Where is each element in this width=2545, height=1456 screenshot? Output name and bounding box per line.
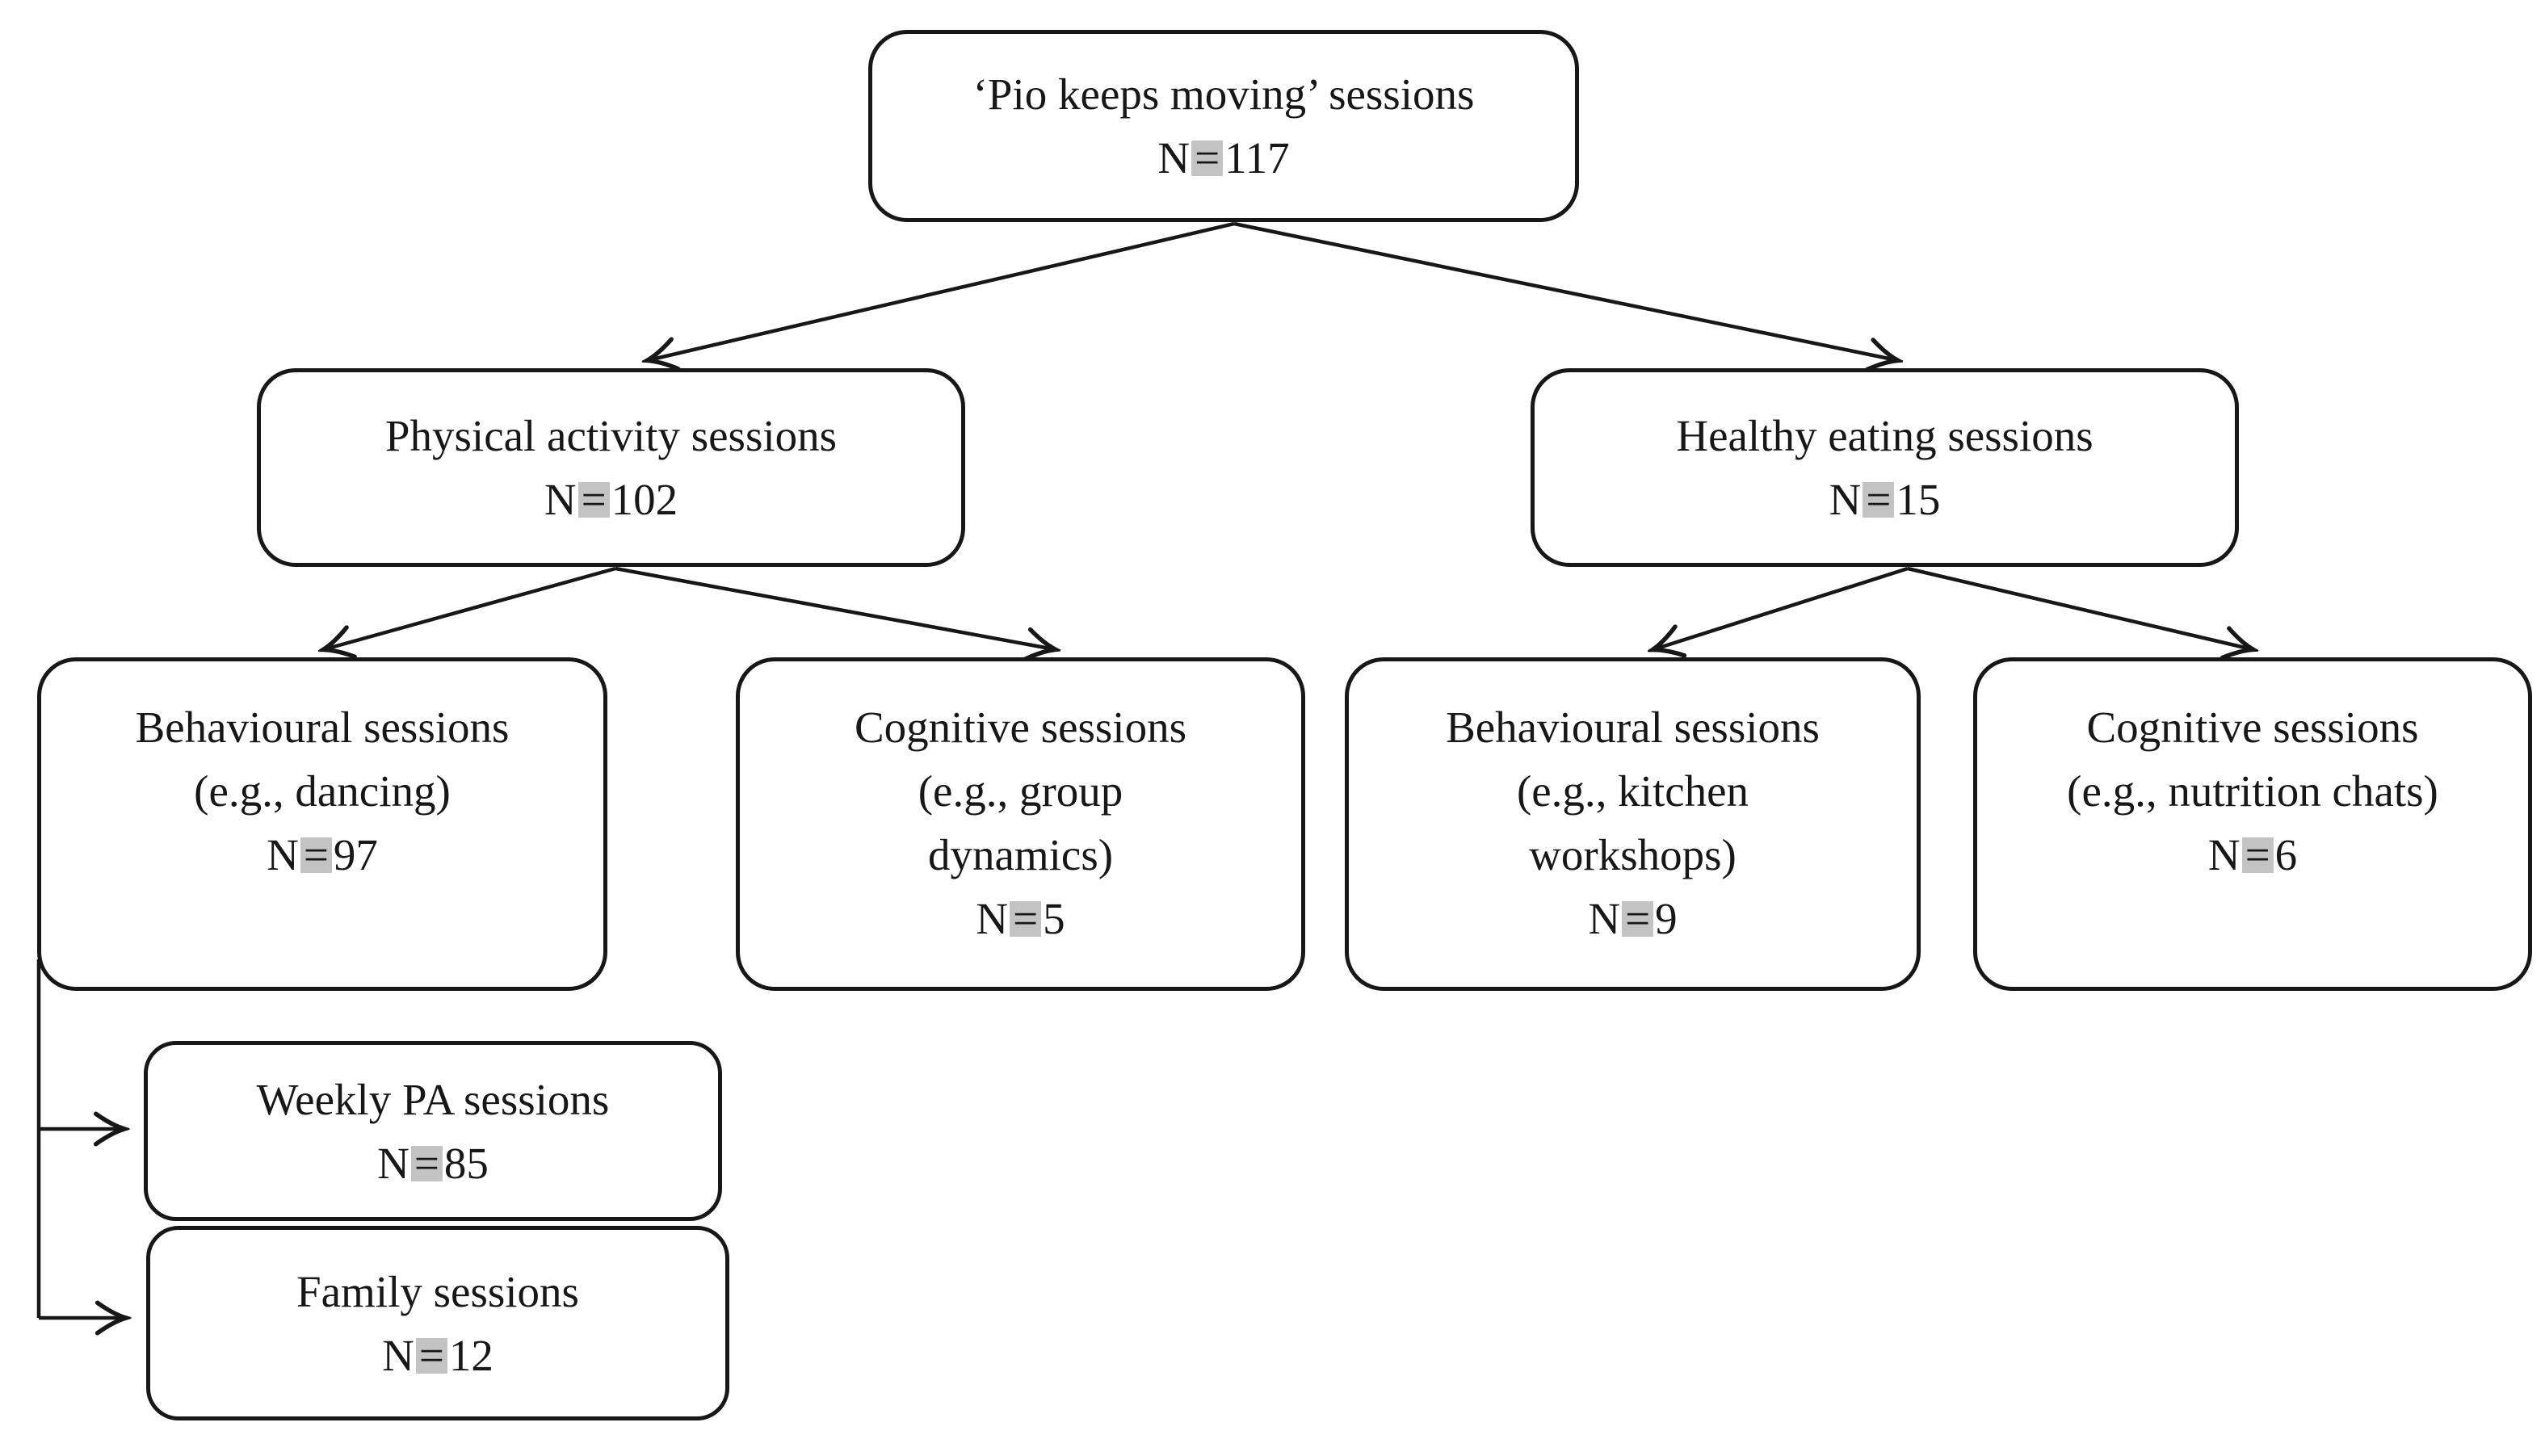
node-count: N=85 — [377, 1131, 489, 1195]
count-value: 12 — [448, 1330, 493, 1380]
node-count: N=117 — [1157, 126, 1289, 190]
node-example: (e.g., kitchen — [1516, 766, 1749, 816]
node-example: (e.g., nutrition chats) — [2067, 766, 2438, 816]
node-family: Family sessions N=12 — [146, 1226, 729, 1420]
count-value: 102 — [611, 475, 678, 524]
node-title: Behavioural sessions — [135, 703, 510, 752]
connector-pio-to-physical — [649, 221, 1235, 360]
count-prefix: N — [267, 830, 299, 879]
count-equals: = — [1010, 896, 1042, 941]
count-equals: = — [1622, 896, 1654, 941]
node-title: Cognitive sessions — [855, 703, 1186, 752]
connector-physical-to-behavioural-pa — [325, 566, 616, 649]
node-physical-activity: Physical activity sessions N=102 — [257, 368, 965, 567]
node-title: Weekly PA sessions — [256, 1074, 610, 1124]
node-title: ‘Pio keeps moving’ sessions — [972, 69, 1475, 119]
count-value: 9 — [1655, 894, 1678, 943]
count-value: 5 — [1043, 894, 1065, 943]
node-count: N=97 — [267, 823, 378, 887]
node-example-2: dynamics) — [927, 830, 1114, 879]
node-healthy-eating: Healthy eating sessions N=15 — [1531, 368, 2239, 567]
count-prefix: N — [377, 1138, 409, 1188]
count-value: 85 — [443, 1138, 489, 1188]
count-value: 6 — [2274, 830, 2298, 879]
node-count: N=6 — [2208, 823, 2297, 887]
node-weekly-pa: Weekly PA sessions N=85 — [144, 1041, 722, 1221]
count-prefix: N — [976, 894, 1009, 943]
count-value: 15 — [1896, 475, 1941, 524]
connector-healthy-to-behavioural-he — [1654, 566, 1909, 649]
node-count: N=102 — [544, 468, 678, 531]
node-count: N=9 — [1588, 887, 1677, 950]
node-title: Physical activity sessions — [384, 411, 838, 460]
node-example: (e.g., group — [918, 766, 1123, 816]
node-title: Healthy eating sessions — [1676, 411, 2094, 460]
node-title: Cognitive sessions — [2086, 703, 2419, 752]
node-example: (e.g., dancing) — [194, 766, 451, 816]
count-prefix: N — [544, 475, 577, 524]
count-prefix: N — [1829, 475, 1862, 524]
count-value: 117 — [1224, 133, 1290, 183]
count-equals: = — [2241, 833, 2274, 877]
node-count: N=15 — [1829, 468, 1941, 531]
connector-physical-to-cognitive-pa — [615, 566, 1054, 649]
node-cognitive-he: Cognitive sessions (e.g., nutrition chat… — [1973, 657, 2532, 991]
count-equals: = — [300, 833, 332, 877]
connector-pio-to-healthy — [1233, 221, 1896, 360]
node-cognitive-pa: Cognitive sessions (e.g., group dynamics… — [736, 657, 1305, 991]
node-count: N=12 — [382, 1324, 493, 1387]
count-equals: = — [415, 1333, 447, 1378]
count-prefix: N — [1588, 894, 1621, 943]
connector-healthy-to-cognitive-he — [1907, 566, 2252, 649]
count-equals: = — [577, 477, 610, 522]
count-prefix: N — [1157, 133, 1191, 183]
node-example-2: workshops) — [1529, 830, 1737, 879]
node-title: Behavioural sessions — [1446, 703, 1820, 752]
count-equals: = — [410, 1141, 443, 1185]
count-equals: = — [1863, 477, 1895, 522]
node-title: Family sessions — [296, 1266, 579, 1316]
count-prefix: N — [382, 1330, 414, 1380]
count-equals: = — [1191, 136, 1224, 180]
count-prefix: N — [2207, 830, 2241, 879]
count-value: 97 — [333, 830, 378, 879]
node-behavioural-he: Behavioural sessions (e.g., kitchen work… — [1345, 657, 1921, 991]
node-pio-sessions: ‘Pio keeps moving’ sessions N=117 — [868, 30, 1579, 222]
node-count: N=5 — [976, 887, 1065, 950]
node-behavioural-pa: Behavioural sessions (e.g., dancing) N=9… — [37, 657, 607, 991]
